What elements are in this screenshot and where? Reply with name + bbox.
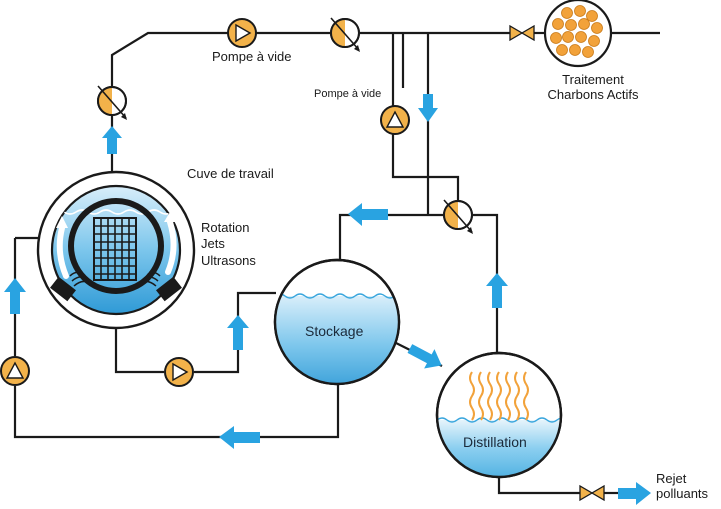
pump-icon	[164, 357, 194, 387]
feature-rotation: Rotation	[201, 220, 250, 235]
pipe-work-to-storage	[114, 314, 164, 374]
flow-arrow-icon	[348, 203, 388, 226]
pipe-loop	[391, 132, 460, 203]
discharge-label-line2: polluants	[656, 485, 709, 501]
discharge-label-line1: Rejet	[656, 471, 687, 486]
discharge-label: Rejet polluants	[656, 471, 709, 502]
flow-arrow-icon	[219, 426, 260, 449]
pump-icon	[0, 356, 30, 386]
pipe-distillation-return	[472, 213, 499, 355]
feature-jets: Jets	[201, 236, 225, 252]
storage-label: Stockage	[305, 323, 364, 339]
pipe-storage-return	[13, 384, 340, 439]
ultrasonic-transducer-icon	[138, 271, 182, 302]
flow-arrow-icon	[418, 94, 438, 122]
carbon-filter-icon	[543, 0, 613, 68]
activated-carbon-label-line1: Traitement	[562, 72, 624, 87]
ultrasonic-transducer-icon	[50, 271, 92, 302]
regulating-pump-icon	[97, 85, 127, 120]
distillation-label: Distillation	[463, 434, 527, 450]
work-tank-features: Rotation Jets Ultrasons	[201, 220, 256, 269]
activated-carbon-label-line2: Charbons Actifs	[547, 86, 639, 102]
pump-icon	[380, 105, 410, 135]
heat-coil-icon	[469, 371, 529, 421]
valve-icon	[579, 484, 605, 502]
flow-arrow-icon	[227, 315, 249, 350]
pipe-top-vacuum	[110, 31, 228, 186]
flow-arrow-icon	[4, 278, 26, 314]
activated-carbon-label: Traitement Charbons Actifs	[545, 72, 641, 103]
regulating-pump-icon	[330, 17, 360, 52]
valve-icon	[509, 24, 535, 42]
pump-top-label: Pompe à vide	[212, 49, 292, 64]
feature-ultrasons: Ultrasons	[201, 252, 256, 268]
pipe-discharge	[497, 477, 580, 495]
basket-icon	[68, 198, 164, 294]
pump-small-label: Pompe à vide	[314, 88, 382, 100]
storage-tank	[273, 258, 401, 386]
regulating-pump-icon	[443, 199, 473, 234]
distillation-tank	[435, 351, 563, 479]
work-tank	[36, 170, 196, 330]
flow-arrow-icon	[407, 344, 442, 369]
flow-arrow-icon	[486, 273, 508, 308]
flow-arrow-icon	[102, 126, 122, 154]
work-tank-label: Cuve de travail	[187, 166, 274, 181]
pump-icon	[227, 18, 257, 48]
flow-arrow-icon	[618, 482, 651, 505]
